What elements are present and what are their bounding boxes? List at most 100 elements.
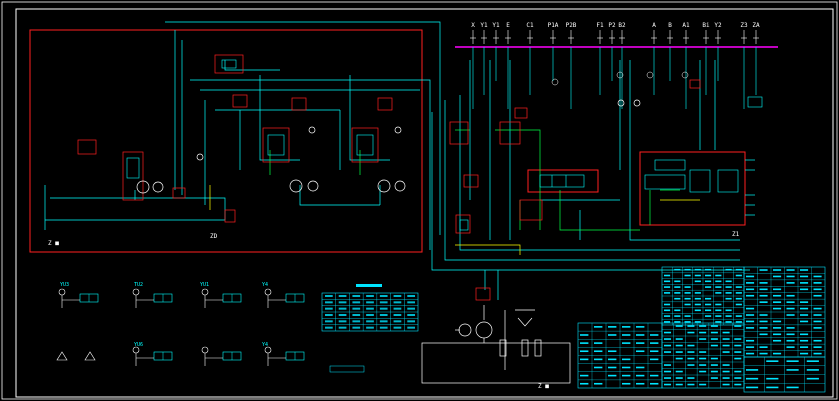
parts-list-upper-cell-text <box>674 315 681 317</box>
parts-list-right-cell-text <box>773 269 782 271</box>
parts-list-right-cell-text <box>759 327 768 329</box>
parts-list-upper-cell-text <box>664 321 671 323</box>
parts-list-right-cell-text <box>813 314 822 316</box>
parts-list-upper-cell-text <box>684 268 691 271</box>
parts-list-right-cell-text <box>786 275 795 278</box>
parts-list-lower-mid-cell-text <box>687 357 695 360</box>
bus-label: E <box>506 22 510 29</box>
parts-list-lower-left-cell-text <box>650 342 659 344</box>
parts-list-lower-left-cell-text <box>608 350 617 353</box>
pump-station-label: Z ■ <box>538 383 549 390</box>
parts-list-lower-mid-cell-text <box>722 364 730 366</box>
bus-label: P1A <box>548 22 559 29</box>
table-cell-text <box>325 314 333 316</box>
parts-list-lower-left-cell-text <box>608 326 617 328</box>
parts-list-lower-left-cell-text <box>622 326 631 328</box>
parts-list-lower-mid-cell-text <box>722 344 730 347</box>
parts-list-lower-mid-cell-text <box>675 370 683 373</box>
parts-list-lower-mid-cell-text <box>687 351 695 353</box>
parts-list-lower-mid-cell-text <box>734 383 742 386</box>
parts-list-lower-mid-cell-text <box>734 344 742 347</box>
title-block-grid-cell-text <box>786 360 799 362</box>
parts-list-right-cell-text <box>813 275 822 278</box>
table-cell-text <box>338 314 347 316</box>
parts-list-right-cell-text <box>773 307 782 310</box>
legend-gauge <box>201 346 209 354</box>
parts-list-upper-cell-text <box>664 286 671 288</box>
parts-list-right-cell-text <box>813 352 822 355</box>
parts-list-lower-mid-cell-text <box>734 325 742 327</box>
parts-list-lower-mid-cell-text <box>710 325 718 327</box>
parts-list-right-cell-text <box>746 327 755 329</box>
parts-list-upper-cell-text <box>715 274 722 277</box>
table-cell-text <box>393 314 402 316</box>
parts-list-upper-cell-text <box>694 303 701 306</box>
table-cell-text <box>366 326 374 329</box>
parts-list-upper-cell-text <box>715 315 722 317</box>
title-block-grid-cell-text <box>786 386 799 389</box>
title-block-grid-cell-text <box>746 386 759 389</box>
parts-list-upper-cell-text <box>664 292 671 294</box>
table-cell-text <box>407 307 415 310</box>
parts-list-upper-cell-text <box>715 286 722 288</box>
parts-list-lower-mid-cell-text <box>687 344 695 347</box>
table-cell-text <box>352 301 361 304</box>
parts-list-lower-mid-cell-text <box>710 331 718 334</box>
parts-list-lower-mid-cell-text <box>722 331 730 334</box>
parts-list-upper-cell-text <box>735 292 742 294</box>
parts-list-right-cell-text <box>813 346 822 348</box>
title-block-grid-cell-text <box>806 369 819 371</box>
legend-gauge <box>264 288 272 296</box>
right-piping <box>431 60 755 300</box>
parts-list-lower-mid-cell-text <box>664 351 672 353</box>
parts-list-lower-left-cell-text <box>636 342 645 344</box>
parts-list-right-cell-text <box>746 314 755 316</box>
bus-label: ZA <box>752 22 760 29</box>
parts-list-lower-mid-cell-text <box>722 383 730 386</box>
parts-list-upper-cell-text <box>674 292 681 294</box>
parts-list-lower-left-cell-text <box>622 382 631 385</box>
table-cell-text <box>393 301 402 304</box>
parts-list-upper-cell-text <box>694 274 701 277</box>
table-cell-text <box>352 314 361 316</box>
parts-list-lower-left-cell-text <box>580 350 589 353</box>
bus-label: Bi <box>702 22 710 29</box>
legend-label-4: Y4 <box>262 282 268 288</box>
valve-internals <box>126 59 763 231</box>
parts-list-upper-cell-text <box>694 321 701 323</box>
parts-list-lower-mid-cell-text <box>710 344 718 347</box>
parts-list-lower-left-cell-text <box>608 358 617 361</box>
parts-list-lower-mid-cell-text <box>722 370 730 373</box>
parts-list-lower-mid-cell-text <box>710 377 718 379</box>
parts-list-lower-left-cell-text <box>636 326 645 328</box>
parts-list-upper-cell-text <box>735 303 742 306</box>
table-cell-text <box>393 320 402 323</box>
parts-list-lower-left-cell-text <box>580 358 589 361</box>
parts-list-upper-cell-text <box>705 286 712 288</box>
title-block-grid-cell-text <box>786 369 799 371</box>
parts-list-right-cell-text <box>759 301 768 303</box>
bus-label: X <box>471 22 475 29</box>
parts-list-upper-cell-text <box>684 303 691 306</box>
table-cell-text <box>352 326 361 329</box>
yellow-piping <box>209 185 700 255</box>
parts-list-right-cell-text <box>773 327 782 329</box>
parts-list-upper-cell-text <box>705 268 712 271</box>
parts-list-right-cell-text <box>773 301 782 303</box>
parts-list-right-cell-text <box>800 320 809 323</box>
parts-list-lower-mid-cell-text <box>710 338 718 340</box>
parts-list-right-cell-text <box>773 294 782 297</box>
table-cell-text <box>352 307 361 310</box>
table-cell-text <box>338 301 347 304</box>
parts-list-lower-left-cell-text <box>636 374 645 377</box>
table-cell-text <box>338 307 347 310</box>
parts-list-upper-cell-text <box>674 309 681 312</box>
left-circuit-frame <box>29 29 423 253</box>
parts-list-upper-cell-text <box>715 303 722 306</box>
parts-list-lower-mid-cell-text <box>722 351 730 353</box>
legend-gauge <box>201 288 209 296</box>
bus-label: C1 <box>526 22 534 29</box>
parts-list-lower-left-cell-text <box>650 358 659 361</box>
